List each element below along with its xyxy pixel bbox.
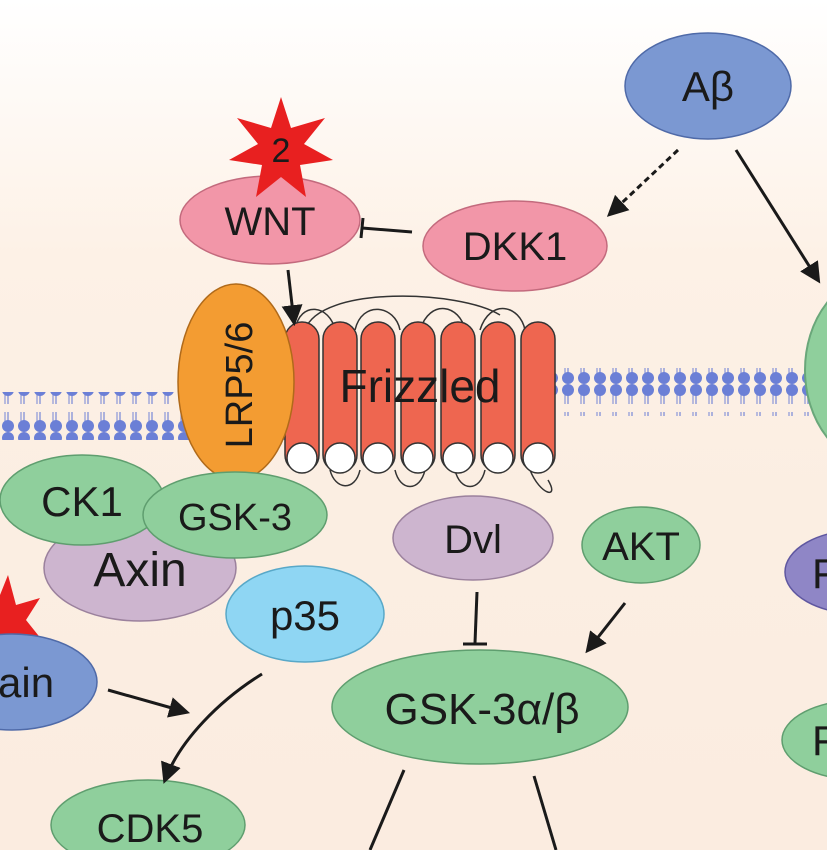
right-purple-label: F: [812, 550, 827, 597]
calpain-to-cdk5-arrow: [107, 688, 191, 718]
wnt-node: 2 WNT: [179, 97, 361, 265]
abeta-label: Aβ: [682, 63, 734, 110]
akt-label: AKT: [602, 525, 680, 569]
dkk1-inhibits-wnt: [361, 226, 413, 234]
calpain-label: ain: [0, 659, 54, 706]
dkk1-node: DKK1: [422, 200, 608, 292]
dvl-node: Dvl: [392, 495, 554, 581]
right-purple-node: F: [784, 533, 827, 611]
axin-label: Axin: [93, 544, 186, 597]
gsk3ab-label: GSK-3α/β: [384, 685, 579, 734]
p35-label: p35: [270, 592, 340, 639]
wnt-label: WNT: [224, 200, 315, 244]
ck1-label: CK1: [41, 478, 123, 525]
cdk5-label: CDK5: [97, 807, 204, 850]
gsk3-complex-node: GSK-3: [142, 471, 328, 559]
p35-node: p35: [225, 565, 385, 663]
abeta-node: Aβ: [624, 32, 792, 140]
wnt-to-receptor-arrow: [281, 269, 303, 327]
right-green-lower-label: F: [812, 717, 827, 764]
frizzled-receptor: Frizzled: [284, 295, 556, 494]
dvl-label: Dvl: [444, 518, 502, 562]
p35-to-cdk5-arrow: [161, 672, 263, 784]
gsk3ab-downstream-left: [368, 769, 406, 850]
right-green-node: [804, 301, 827, 439]
frizzled-label: Frizzled: [339, 360, 500, 412]
star-badge-icon: [229, 97, 333, 197]
connectors: [107, 148, 821, 850]
lrp56-node: LRP5/6: [177, 283, 295, 481]
akt-to-gsk3ab-arrow: [585, 602, 627, 654]
gsk3ab-node: GSK-3α/β: [331, 649, 629, 765]
cdk5-node: CDK5: [50, 779, 246, 850]
abeta-to-dkk1-arrow: [606, 148, 680, 217]
ck1-node: CK1: [0, 454, 165, 546]
right-green-lower-node: F: [781, 702, 827, 778]
gsk3ab-downstream-right: [532, 775, 558, 850]
abeta-to-right-arrow: [734, 149, 821, 284]
gsk3-complex-label: GSK-3: [178, 497, 292, 539]
dkk1-label: DKK1: [463, 225, 568, 269]
lrp56-label: LRP5/6: [219, 322, 261, 449]
calpain-node: ain: [0, 575, 98, 731]
dvl-inhibits-gsk3ab: [473, 591, 479, 644]
akt-node: AKT: [581, 506, 701, 584]
wnt-star-number: 2: [272, 132, 291, 170]
